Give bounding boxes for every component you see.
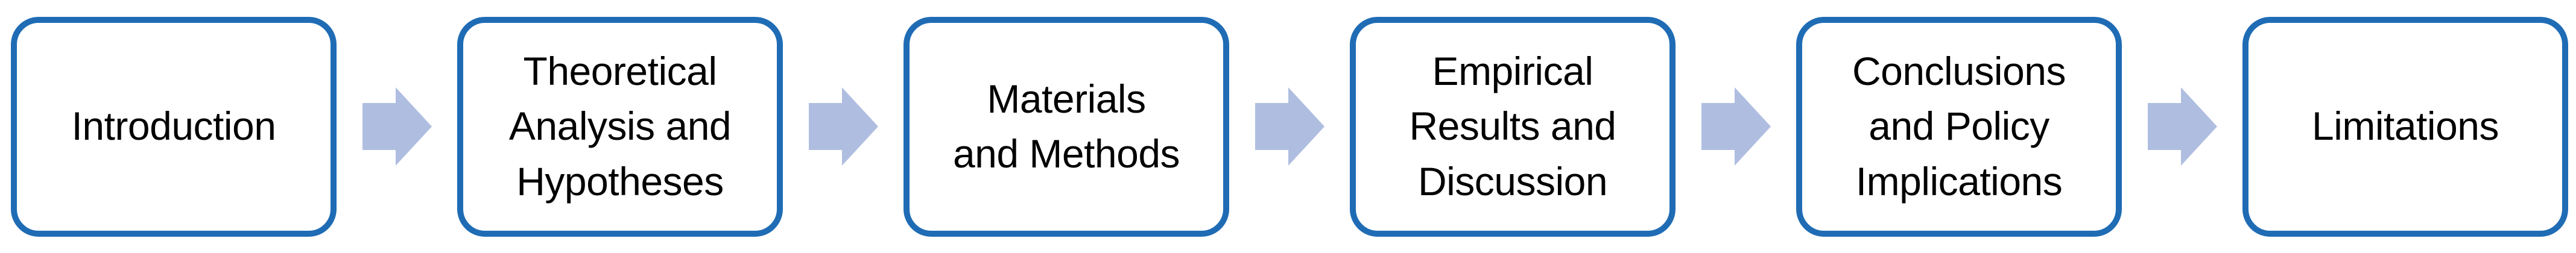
- flow-step-empirical-results-discussion: Empirical Results and Discussion: [1350, 16, 1676, 237]
- flow-step-label: Limitations: [2312, 104, 2499, 149]
- flow-step-materials-methods: Materials and Methods: [903, 16, 1229, 237]
- arrow-right-icon: [362, 87, 432, 166]
- flow-connector: [783, 0, 903, 253]
- flow-step-limitations: Limitations: [2242, 16, 2568, 237]
- arrow-right-icon: [808, 87, 878, 166]
- flow-step-label: Empirical Results and Discussion: [1409, 49, 1616, 204]
- flow-connector: [1676, 0, 1796, 253]
- flow-step-introduction: Introduction: [11, 16, 337, 237]
- flow-step-theoretical-analysis-hypotheses: Theoretical Analysis and Hypotheses: [457, 16, 783, 237]
- flow-step-label: Theoretical Analysis and Hypotheses: [508, 49, 732, 204]
- flow-step-label: Materials and Methods: [952, 76, 1180, 176]
- flow-step-label: Conclusions and Policy Implications: [1852, 49, 2066, 204]
- flow-connector: [337, 0, 457, 253]
- arrow-right-icon: [2147, 87, 2217, 166]
- arrow-right-icon: [1255, 87, 1324, 166]
- flow-connector: [1229, 0, 1350, 253]
- flow-connector: [2122, 0, 2242, 253]
- flow-step-conclusions-policy-implications: Conclusions and Policy Implications: [1796, 16, 2122, 237]
- flow-step-label: Introduction: [71, 104, 276, 149]
- arrow-right-icon: [1701, 87, 1771, 166]
